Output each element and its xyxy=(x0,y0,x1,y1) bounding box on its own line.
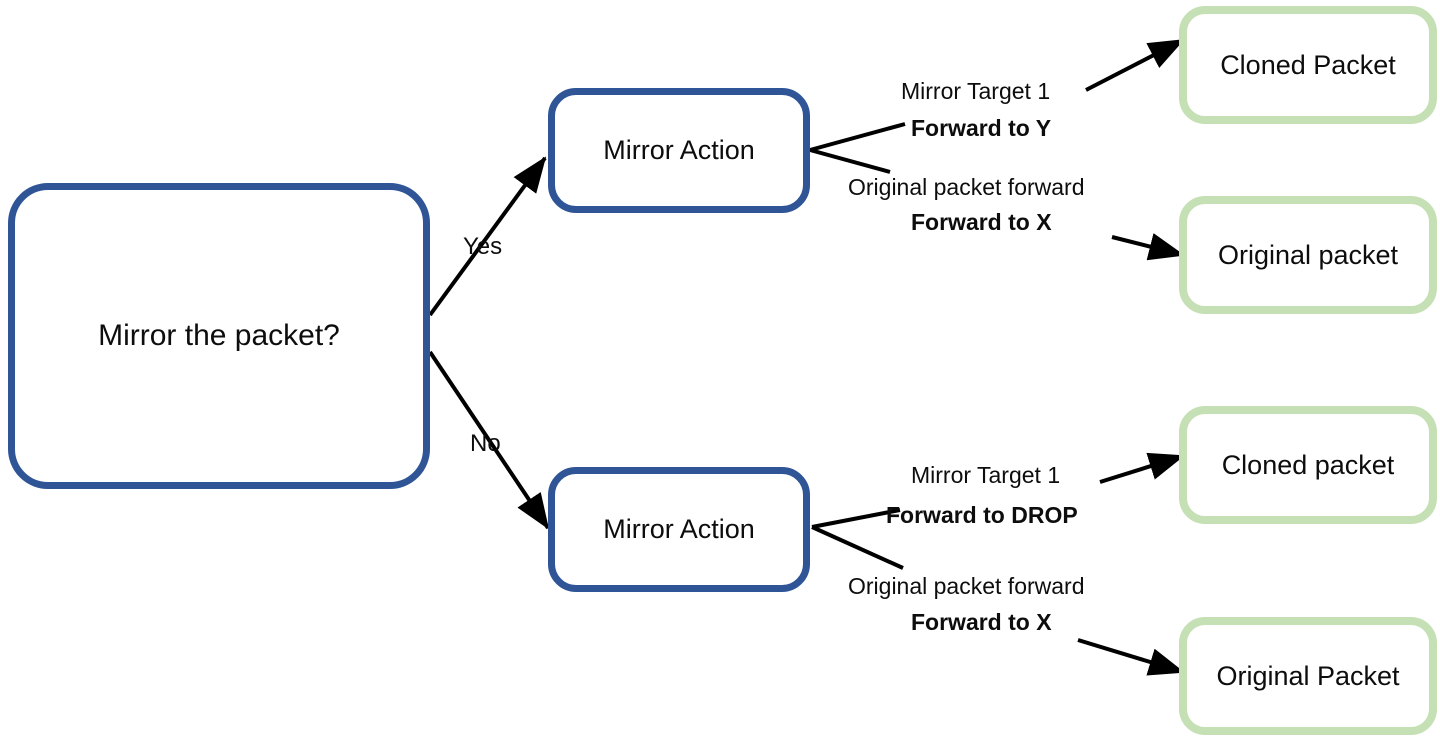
action-node-no-label: Mirror Action xyxy=(603,514,755,544)
decision-node-label: Mirror the packet? xyxy=(98,319,340,352)
edge-top-original-arrow xyxy=(1111,233,1185,261)
result-node-original-packet-bottom-label: Original Packet xyxy=(1216,660,1400,691)
decision-node-mirror-the-packet[interactable]: Mirror the packet? xyxy=(8,183,430,489)
edge-label-bottom-mirror-forward: Forward to DROP xyxy=(886,502,1078,528)
action-node-mirror-action-no[interactable]: Mirror Action xyxy=(548,467,810,592)
edge-bottom-fork-lower xyxy=(811,525,904,570)
edge-top-fork-lower xyxy=(809,148,891,174)
result-node-cloned-packet-bottom-label: Cloned packet xyxy=(1221,449,1395,480)
edge-bottom-original-arrow xyxy=(1077,638,1185,676)
edge-label-top-mirror-forward: Forward to Y xyxy=(911,115,1052,141)
edge-label-bottom-original-forward: Forward to X xyxy=(911,609,1052,635)
edge-label-top-original-packet-forward: Original packet forward xyxy=(848,174,1085,200)
edge-label-top-original-forward: Forward to X xyxy=(911,209,1052,235)
result-node-original-packet-top[interactable]: Original packet xyxy=(1179,196,1437,314)
result-node-original-packet-bottom[interactable]: Original Packet xyxy=(1179,617,1437,735)
result-node-cloned-packet-bottom[interactable]: Cloned packet xyxy=(1179,406,1437,524)
result-node-original-packet-top-label: Original packet xyxy=(1217,239,1399,270)
edge-label-yes: Yes xyxy=(463,233,503,260)
edge-top-fork-upper xyxy=(809,122,906,152)
edge-label-bottom-original-packet-forward: Original packet forward xyxy=(848,573,1085,599)
edge-bottom-cloned-arrow xyxy=(1099,452,1185,484)
edge-label-no: No xyxy=(470,430,501,457)
result-node-cloned-packet-top[interactable]: Cloned Packet xyxy=(1179,6,1437,124)
action-node-mirror-action-yes[interactable]: Mirror Action xyxy=(548,88,810,213)
edge-label-top-mirror-target: Mirror Target 1 xyxy=(901,78,1051,104)
edge-label-bottom-mirror-target: Mirror Target 1 xyxy=(911,462,1061,488)
action-node-yes-label: Mirror Action xyxy=(603,135,755,165)
result-node-cloned-packet-top-label: Cloned Packet xyxy=(1220,49,1396,80)
edge-top-cloned-arrow xyxy=(1085,38,1185,92)
